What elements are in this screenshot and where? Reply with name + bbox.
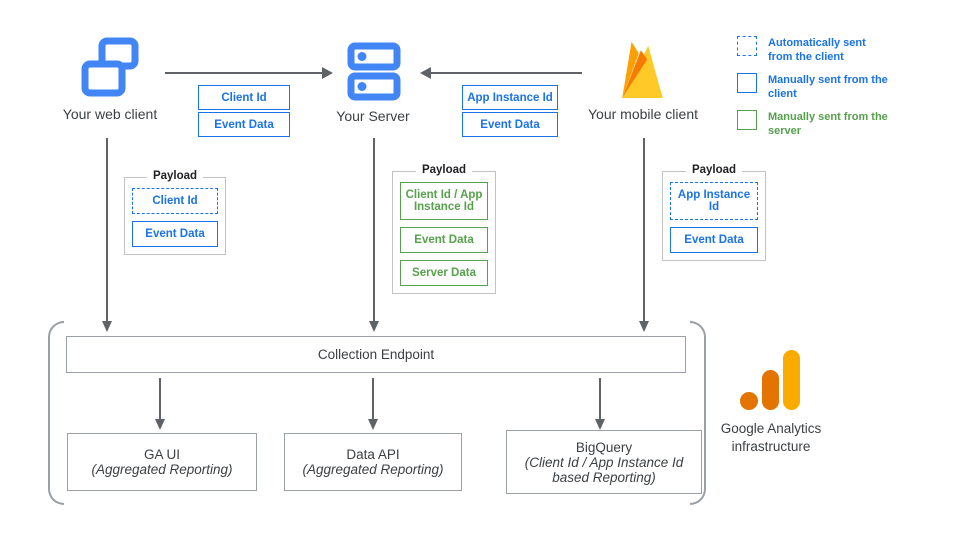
web-client-icon <box>81 37 139 97</box>
arrow-endpoint-to-ga-ui <box>154 378 165 430</box>
output-box-bigquery: BigQuery (Client Id / App Instance Id ba… <box>506 430 702 494</box>
payload-item-event-data-web: Event Data <box>132 221 218 247</box>
payload-item-client-id: Client Id <box>132 188 218 214</box>
flow-tag-event-data-mobile: Event Data <box>462 112 558 137</box>
payload-item-event-data-server: Event Data <box>400 227 488 253</box>
payload-title-server: Payload <box>415 164 473 176</box>
server-label: Your Server <box>336 108 410 124</box>
ga-ui-subtitle: (Aggregated Reporting) <box>91 462 233 477</box>
infrastructure-caption: Google Analytics infrastructure <box>720 421 822 454</box>
arrow-server-to-endpoint <box>368 138 379 332</box>
data-api-title: Data API <box>346 447 400 462</box>
google-analytics-icon <box>740 350 800 410</box>
arrow-web-to-server <box>165 67 333 79</box>
flow-tag-app-instance-id: App Instance Id <box>462 85 558 110</box>
ga-ui-title: GA UI <box>143 447 180 462</box>
collection-endpoint-label: Collection Endpoint <box>317 347 435 362</box>
collection-endpoint-box: Collection Endpoint <box>66 336 686 373</box>
bigquery-title: BigQuery <box>575 439 633 455</box>
arrow-endpoint-to-bigquery <box>594 378 605 430</box>
legend-label-manual-client: Manually sent from the client <box>768 74 888 100</box>
payload-box-mobile: Payload App Instance Id Event Data <box>662 164 766 261</box>
arrow-mobile-to-endpoint <box>638 138 649 332</box>
payload-box-server: Payload Client Id / App Instance Id Even… <box>392 164 496 294</box>
arrow-web-to-endpoint <box>101 138 112 332</box>
bigquery-subtitle: (Client Id / App Instance Id based Repor… <box>524 454 684 485</box>
payload-item-event-data-mobile: Event Data <box>670 227 758 253</box>
payload-title-mobile: Payload <box>685 164 743 176</box>
output-box-ga-ui: GA UI (Aggregated Reporting) <box>67 433 257 491</box>
infrastructure-bracket-left <box>48 321 64 505</box>
payload-box-web: Payload Client Id Event Data <box>124 170 226 255</box>
legend-label-manual-server: Manually sent from the server <box>768 111 888 137</box>
payload-title-web: Payload <box>146 170 204 182</box>
flow-tag-event-data-web: Event Data <box>198 112 290 137</box>
legend-swatch-auto-client <box>737 36 757 56</box>
legend-label-auto-client: Automatically sent from the client <box>768 37 866 63</box>
payload-item-app-instance-id: App Instance Id <box>670 182 758 220</box>
web-client-label: Your web client <box>62 106 158 122</box>
legend-swatch-manual-client <box>737 73 757 93</box>
payload-item-client-or-app-id: Client Id / App Instance Id <box>400 182 488 220</box>
firebase-icon <box>622 41 663 99</box>
mobile-client-label: Your mobile client <box>588 106 698 122</box>
legend-swatch-manual-server <box>737 110 757 130</box>
output-box-data-api: Data API (Aggregated Reporting) <box>284 433 462 491</box>
arrow-endpoint-to-data-api <box>367 378 378 430</box>
arrow-mobile-to-server <box>420 67 582 79</box>
flow-tag-client-id: Client Id <box>198 85 290 110</box>
server-icon <box>347 42 401 101</box>
data-api-subtitle: (Aggregated Reporting) <box>302 462 444 477</box>
payload-item-server-data: Server Data <box>400 260 488 286</box>
